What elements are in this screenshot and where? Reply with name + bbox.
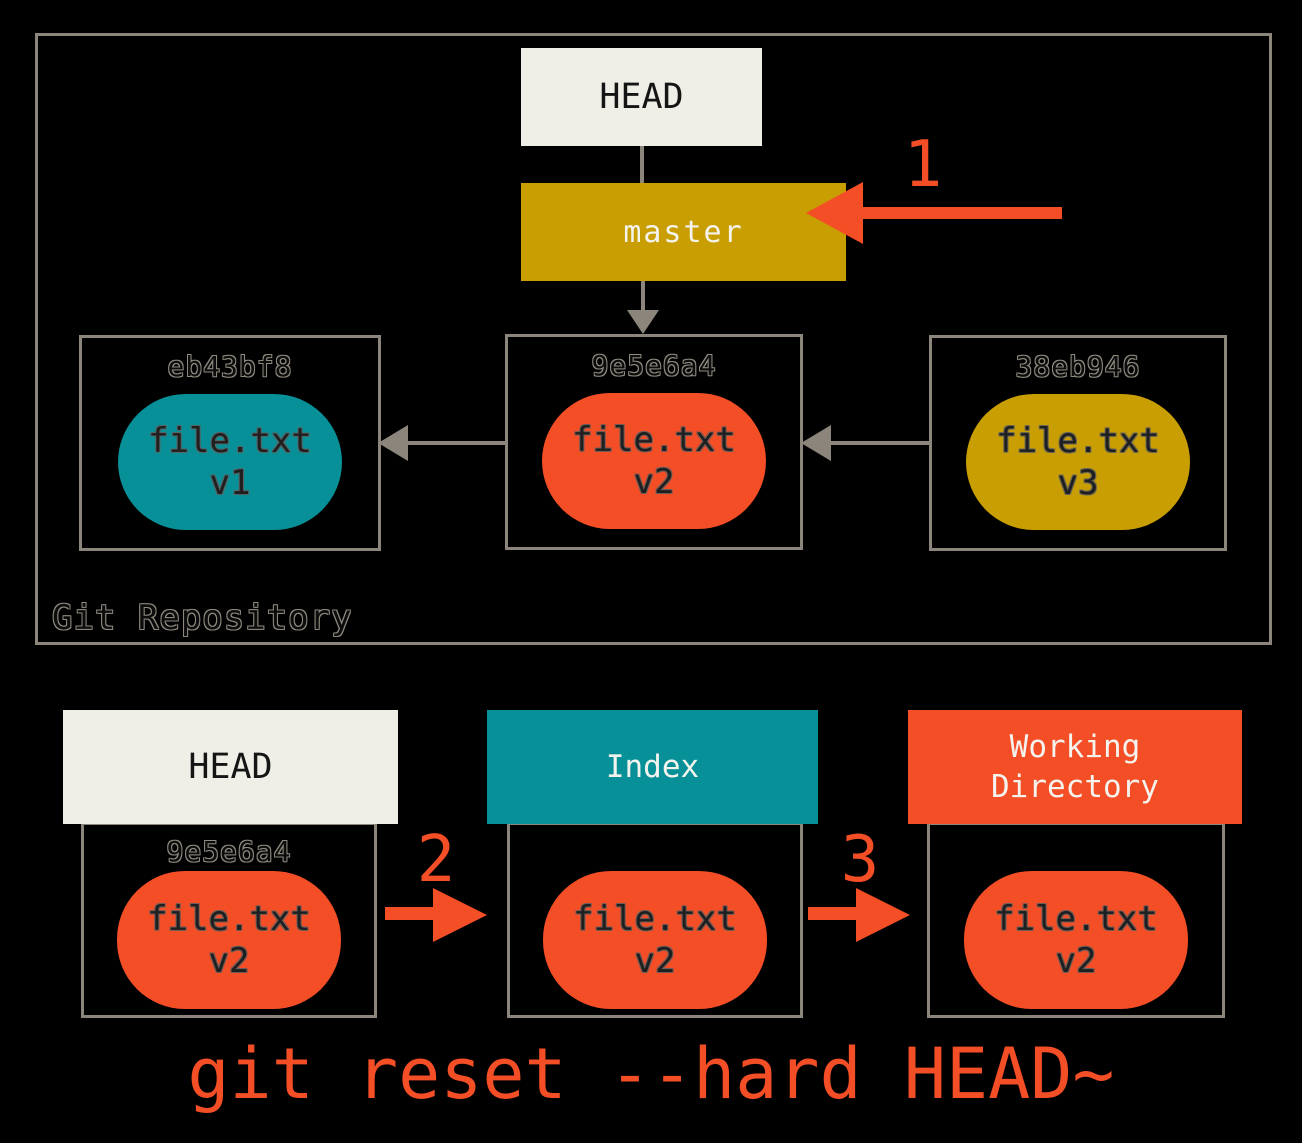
master-to-commit-connector: [641, 281, 645, 312]
step3-arrow-shaft: [808, 907, 856, 920]
file-name: file.txt: [147, 899, 311, 939]
working-directory-box: file.txt v2: [927, 822, 1225, 1018]
index-tree-title: Index: [605, 749, 700, 785]
snapshot-file-v1: file.txt v1: [118, 394, 342, 530]
head-tree-title: HEAD: [188, 747, 273, 787]
commit-sha: 9e5e6a4: [591, 349, 717, 382]
master-branch-label: master: [623, 214, 744, 250]
step3-arrow-head-icon: [856, 888, 910, 942]
index-tree-header: Index: [487, 710, 818, 824]
index-tree-file: file.txt v2: [543, 871, 767, 1009]
master-branch-box: master: [521, 183, 846, 281]
parent-arrow-shaft: [831, 441, 929, 445]
head-tree-sha: 9e5e6a4: [166, 835, 292, 868]
head-ref-label: HEAD: [599, 77, 684, 117]
step2-arrow-shaft: [385, 907, 433, 920]
working-directory-title: Working Directory: [991, 729, 1159, 805]
commit-sha: 38eb946: [1015, 350, 1141, 383]
head-tree-header: HEAD: [63, 710, 398, 824]
commit-box-eb43bf8: eb43bf8 file.txt v1: [79, 335, 381, 551]
git-repository-label: Git Repository: [52, 598, 353, 638]
step1-arrow-shaft: [862, 207, 1062, 219]
head-to-master-connector: [640, 146, 644, 183]
index-tree-box: file.txt v2: [507, 822, 803, 1018]
file-version: v2: [1055, 941, 1097, 981]
parent-arrow-head-icon: [378, 425, 408, 461]
step1-number: 1: [903, 128, 943, 202]
snapshot-file-name: file.txt: [148, 421, 312, 461]
file-version: v2: [634, 941, 676, 981]
head-tree-box: 9e5e6a4 file.txt v2: [81, 822, 377, 1018]
commit-box-9e5e6a4: 9e5e6a4 file.txt v2: [505, 334, 803, 550]
command-caption: git reset --hard HEAD~: [187, 1033, 1115, 1115]
git-repository-box: Git Repository: [35, 33, 1272, 645]
step2-arrow-head-icon: [433, 888, 487, 942]
file-version: v2: [208, 941, 250, 981]
step2-number: 2: [416, 823, 456, 897]
working-directory-file: file.txt v2: [964, 871, 1188, 1009]
working-directory-header: Working Directory: [908, 710, 1242, 824]
file-name: file.txt: [994, 899, 1158, 939]
head-tree-file: file.txt v2: [117, 871, 341, 1009]
snapshot-file-version: v3: [1057, 463, 1099, 503]
snapshot-file-version: v2: [633, 462, 675, 502]
step3-number: 3: [840, 823, 880, 897]
down-arrow-icon: [627, 310, 659, 334]
parent-arrow-head-icon: [801, 425, 831, 461]
file-name: file.txt: [573, 899, 737, 939]
snapshot-file-name: file.txt: [996, 421, 1160, 461]
step1-arrow-head-icon: [806, 182, 863, 244]
snapshot-file-v2: file.txt v2: [542, 393, 766, 529]
commit-sha: eb43bf8: [167, 350, 293, 383]
parent-arrow-shaft: [408, 441, 505, 445]
snapshot-file-name: file.txt: [572, 420, 736, 460]
snapshot-file-v3: file.txt v3: [966, 394, 1190, 530]
snapshot-file-version: v1: [209, 463, 251, 503]
commit-box-38eb946: 38eb946 file.txt v3: [929, 335, 1227, 551]
head-ref-box: HEAD: [521, 48, 762, 146]
